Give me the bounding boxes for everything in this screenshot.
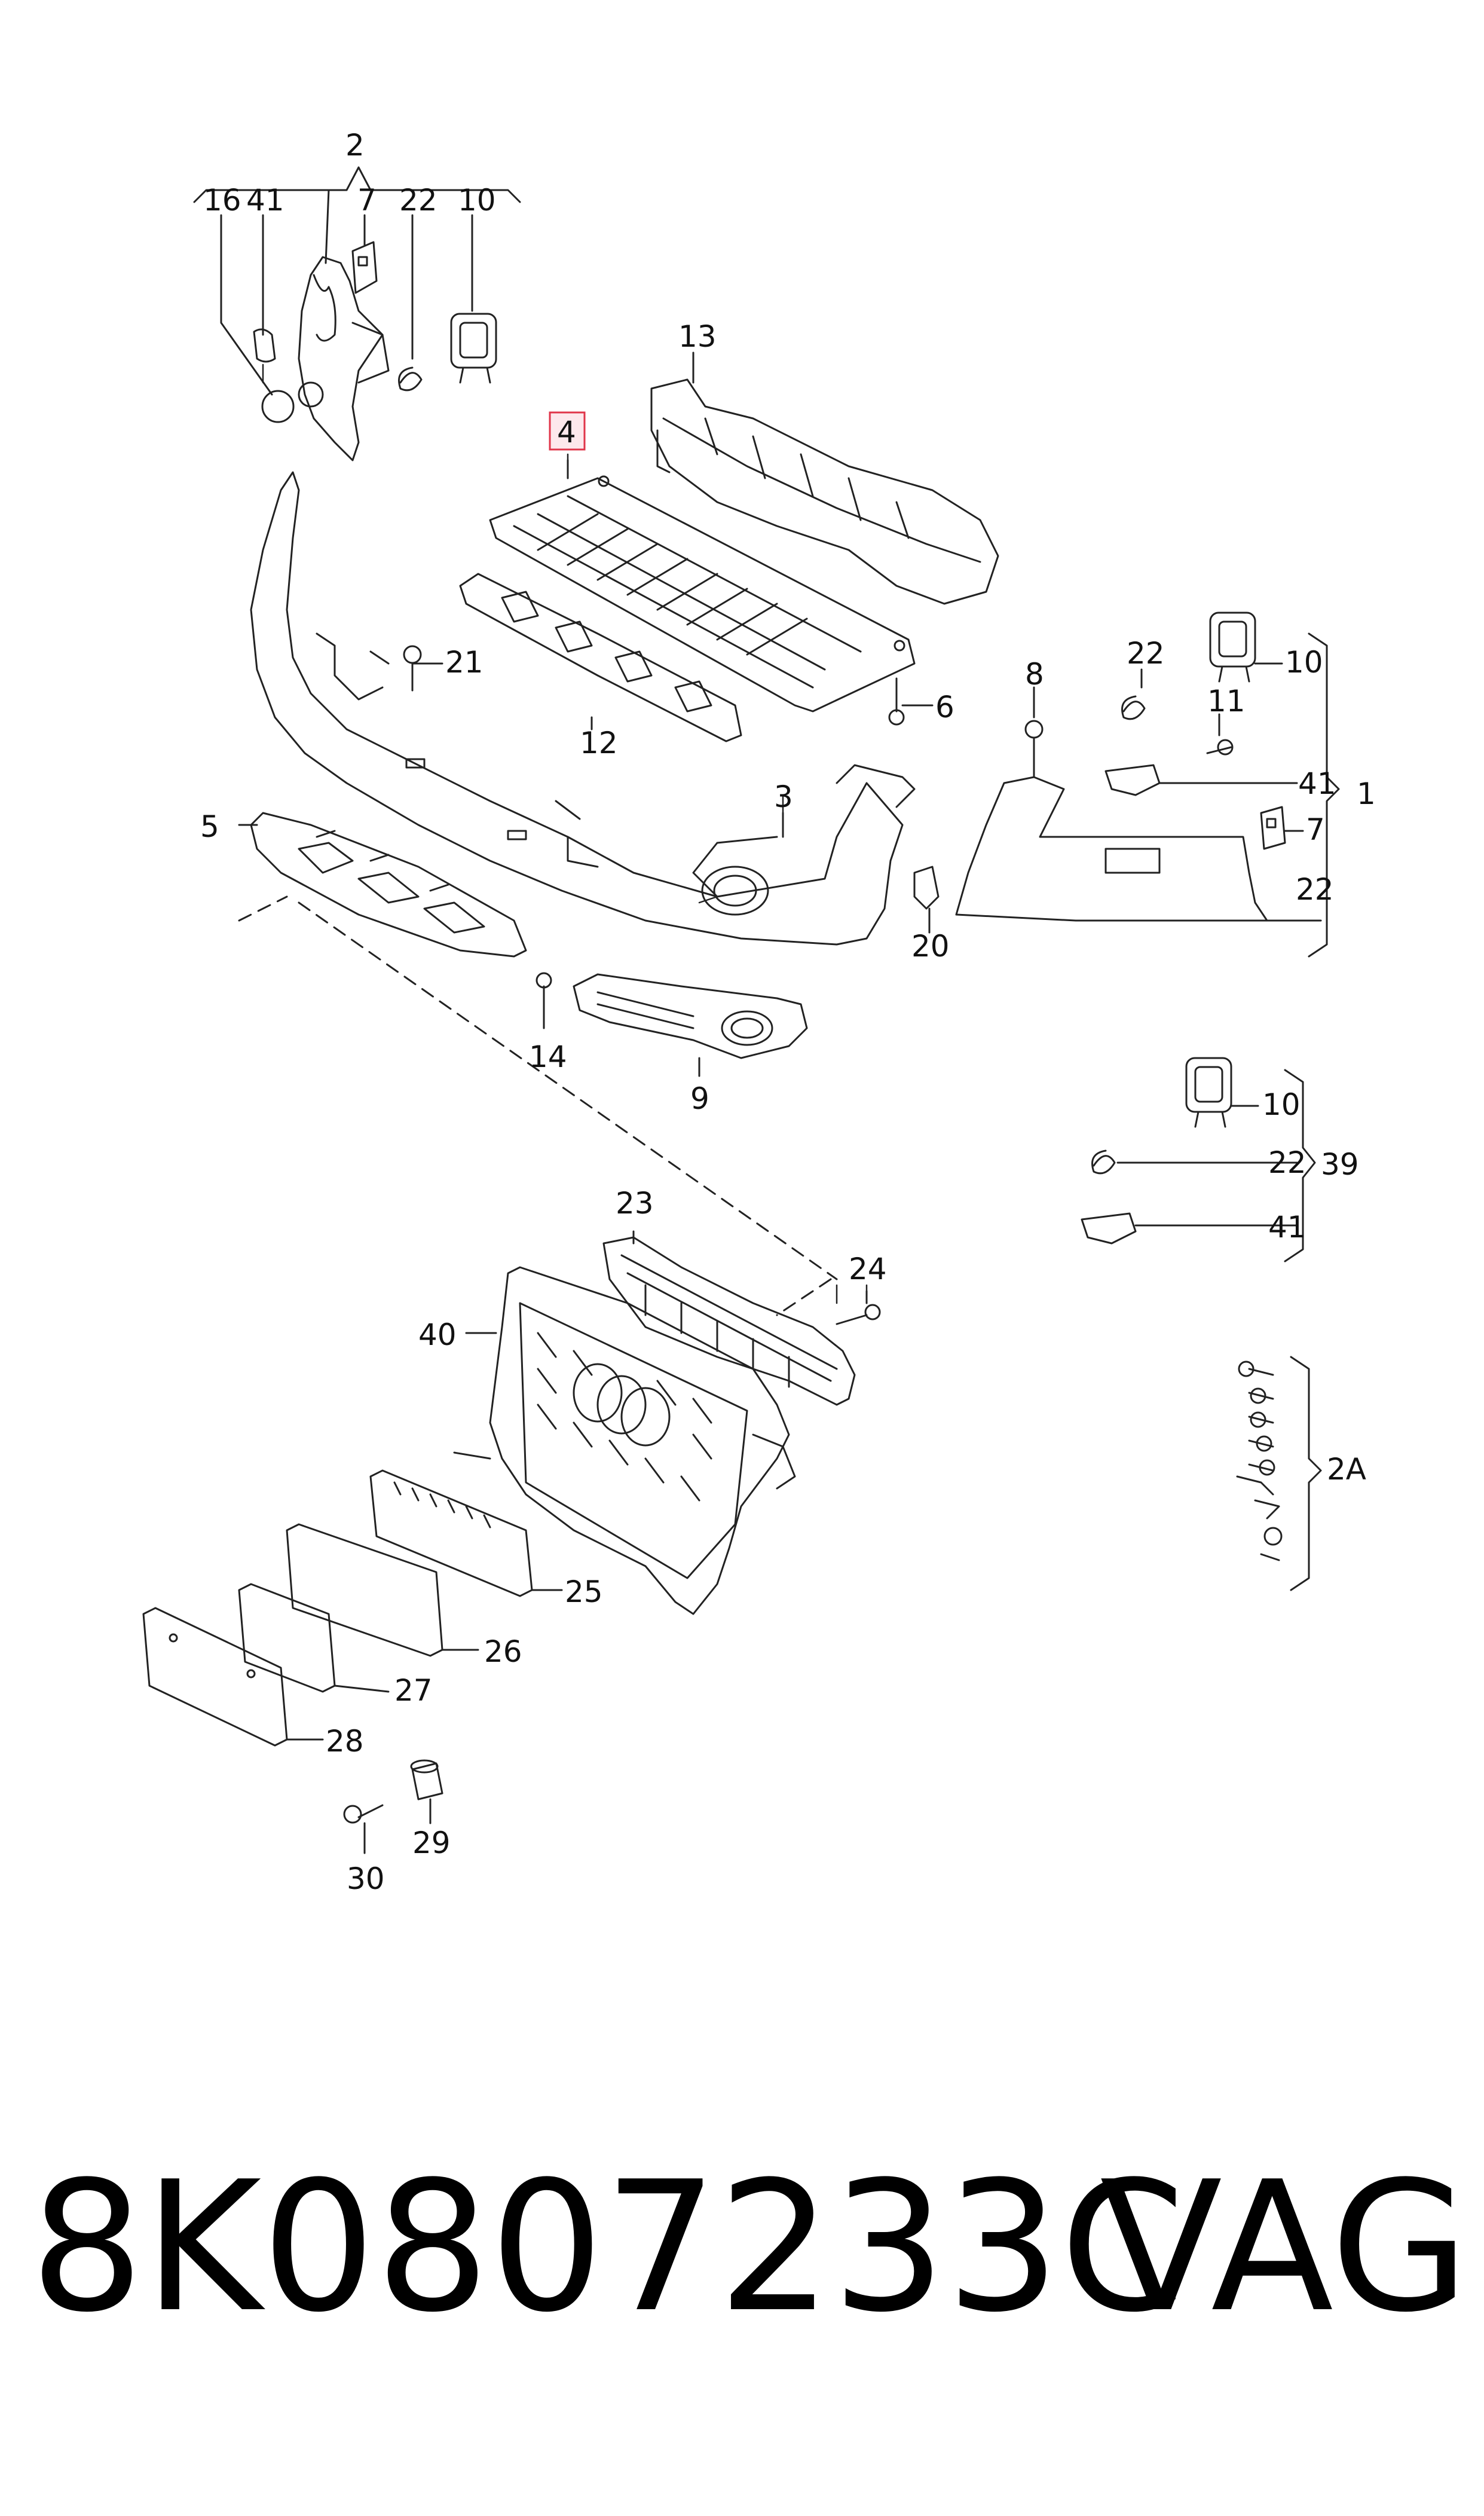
brand-label: VAG: [1100, 2143, 1470, 2352]
part-4-mesh-panel: [489, 459, 916, 713]
group-39-bracket: [1284, 1069, 1316, 1262]
callout-20: 20: [911, 929, 950, 964]
callout-7-r: 7: [1306, 812, 1325, 847]
callout-14: 14: [529, 1040, 567, 1074]
callout-8: 8: [1025, 657, 1044, 692]
callout-40: 40: [418, 1317, 457, 1352]
part-10-cover-top: [450, 214, 497, 384]
part-14-screw: [536, 972, 552, 1029]
part-16-plug: [220, 214, 295, 423]
part-22-side-panel-right: [955, 776, 1322, 922]
callout-11: 11: [1207, 684, 1246, 719]
callout-10-r: 10: [1285, 645, 1323, 680]
part-25-bracket: [369, 1469, 563, 1597]
footer: 8K0807233C VAG: [30, 2140, 1469, 2355]
callout-39: 39: [1321, 1147, 1359, 1182]
part-41-cap-top: [253, 214, 276, 363]
callout-25: 25: [565, 1575, 603, 1609]
part-41-cap-39: [1081, 1212, 1298, 1245]
callout-2A: 2A: [1327, 1452, 1366, 1487]
part-7-clip-right: [1260, 806, 1304, 850]
part-23-grille-insert: [602, 1230, 856, 1406]
callout-22-r: 22: [1127, 636, 1165, 671]
callout-3: 3: [774, 779, 793, 814]
callout-24: 24: [849, 1252, 887, 1286]
dashed-guide-line-2: [776, 1278, 832, 1316]
callout-30: 30: [347, 1861, 385, 1896]
leader-lines: [262, 363, 868, 1304]
highlight-box-4: [549, 411, 586, 451]
callout-41-39: 41: [1268, 1210, 1306, 1245]
group-1-bracket: [1308, 632, 1340, 958]
callout-labels: 2 16 41 7 22 10 13 4 21 12 6 8 22 10 11 …: [200, 128, 1376, 1896]
callout-16: 16: [203, 183, 241, 218]
part-28-plate: [142, 1607, 324, 1747]
part-13-carrier: [650, 351, 999, 605]
part-12-lower-strip: [459, 573, 742, 742]
dashed-guide-line: [238, 895, 838, 1280]
callout-21: 21: [445, 645, 484, 680]
callout-22-top: 22: [399, 183, 437, 218]
callout-41-r: 41: [1298, 766, 1336, 801]
callout-29: 29: [412, 1826, 451, 1860]
group-2-bracket: [193, 166, 521, 203]
part-7-clip-top: [351, 214, 378, 294]
part-27-plate: [238, 1583, 390, 1693]
part-5-lower-grille: [238, 812, 527, 958]
part-number: 8K0807233C: [30, 2143, 1186, 2352]
group-2a-fasteners: [1236, 1356, 1322, 1591]
part-22-spring-top: [398, 214, 423, 392]
callout-5: 5: [200, 809, 219, 844]
callout-22-r2: 22: [1296, 872, 1334, 907]
callout-26: 26: [484, 1634, 522, 1669]
part-22-spring-right: [1121, 668, 1146, 720]
callout-9: 9: [690, 1081, 709, 1116]
callout-6: 6: [935, 690, 954, 724]
callout-41-top: 41: [246, 183, 284, 218]
part-9-fog-grille: [573, 973, 808, 1077]
callout-2-top: 2: [345, 128, 365, 163]
part-10-cover-39: [1185, 1057, 1259, 1128]
part-26-plate: [286, 1523, 479, 1657]
part-20-bracket: [913, 866, 940, 934]
part-10-cover-right: [1209, 612, 1283, 683]
callout-13: 13: [678, 319, 717, 354]
part-22-spring-39: [1091, 1150, 1298, 1175]
callout-1: 1: [1357, 776, 1376, 811]
callout-7-top: 7: [357, 183, 377, 218]
part-3-bumper-cover: [250, 471, 916, 946]
part-24-screw: [836, 1290, 881, 1325]
callout-10-top: 10: [458, 183, 496, 218]
part-8-screw: [1024, 686, 1044, 778]
part-2-side-bracket-left: [298, 189, 390, 461]
callout-12: 12: [580, 726, 618, 760]
part-40-main-grille: [453, 1266, 796, 1615]
callout-10-39: 10: [1262, 1087, 1301, 1122]
callout-27: 27: [394, 1673, 433, 1708]
callout-28: 28: [326, 1724, 364, 1759]
part-41-cap-right: [1104, 764, 1298, 796]
callout-4: 4: [557, 415, 576, 450]
part-11-bolt: [1206, 713, 1234, 756]
part-21-screw: [403, 645, 443, 692]
callout-22-39: 22: [1268, 1145, 1306, 1180]
part-30-screw: [343, 1804, 384, 1854]
part-29-nut: [410, 1759, 443, 1824]
part-6-screw: [888, 677, 934, 726]
callout-23: 23: [616, 1186, 654, 1221]
